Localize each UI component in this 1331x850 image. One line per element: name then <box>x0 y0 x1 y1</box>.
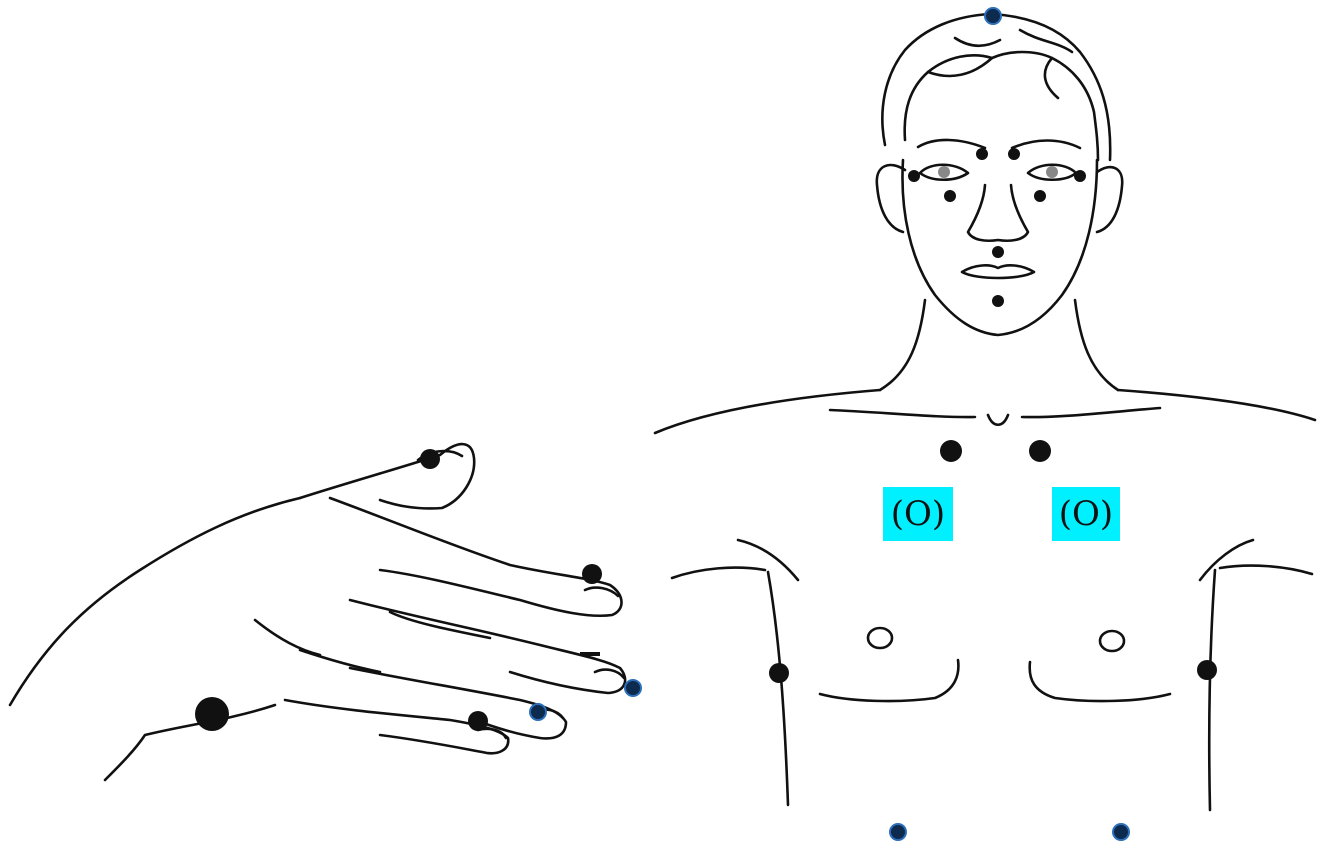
index-finger-point <box>582 564 602 584</box>
rib-point-left <box>890 824 906 840</box>
ring-finger-point <box>530 704 546 720</box>
shoulders-drawing <box>655 390 1315 433</box>
hand-drawing <box>10 444 625 780</box>
middle-finger-point <box>625 680 641 696</box>
karate-chop-point <box>195 697 229 731</box>
inner-eyebrow-point-right <box>1008 148 1020 160</box>
collarbone-point-right <box>1029 440 1051 462</box>
outer-eye-point-left <box>908 170 920 182</box>
under-eye-point-left <box>944 190 956 202</box>
hand-marker <box>580 633 602 655</box>
little-finger-point <box>468 711 488 731</box>
under-arm-point-left <box>769 663 789 683</box>
under-eye-point-right <box>1034 190 1046 202</box>
crown-point <box>985 8 1001 24</box>
outer-eye-point-right <box>1074 170 1086 182</box>
inner-eyebrow-point-left <box>976 148 988 160</box>
right-collarbone-label: (O) <box>1052 487 1120 541</box>
thumb-point <box>420 449 440 469</box>
torso-drawing <box>672 540 1312 810</box>
head-drawing <box>877 14 1122 390</box>
under-arm-point-right <box>1197 660 1217 680</box>
rib-point-right <box>1113 824 1129 840</box>
collarbone-point-left <box>940 440 962 462</box>
left-collarbone-label: (O) <box>883 487 953 541</box>
under-nose-point <box>992 246 1004 258</box>
chin-point <box>992 295 1004 307</box>
